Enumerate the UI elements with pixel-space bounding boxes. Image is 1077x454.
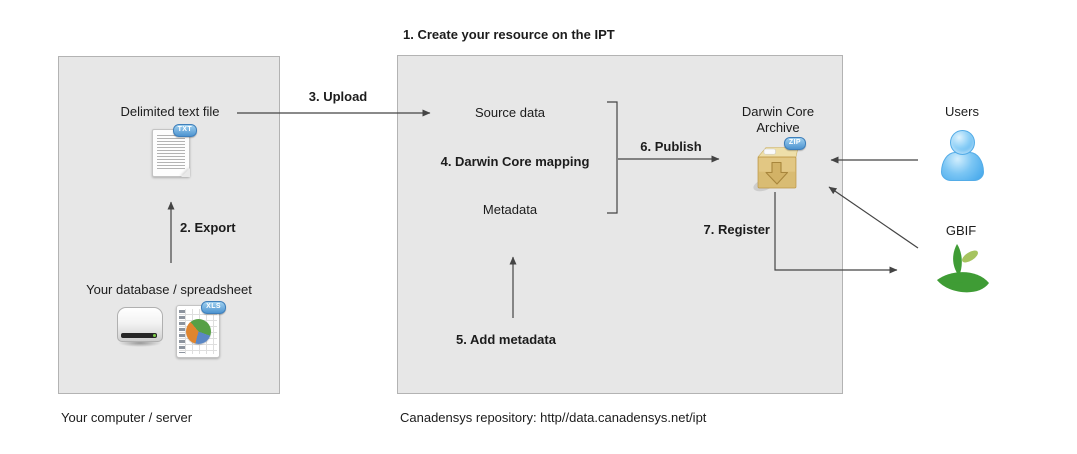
ipt-panel-caption: Canadensys repository: http//data.canade…: [400, 410, 707, 425]
txt-file-icon: TXT: [152, 124, 197, 177]
step-publish-label: 6. Publish: [640, 139, 702, 154]
hard-drive-led: [153, 334, 156, 337]
archive-label-line2: Archive: [756, 120, 800, 135]
darwin-core-archive-label: Darwin Core Archive: [728, 104, 828, 136]
person-body: [941, 152, 984, 181]
step-export-label: 2. Export: [180, 220, 236, 235]
computer-panel: [58, 56, 280, 394]
hard-drive-slot: [121, 333, 157, 338]
computer-panel-caption: Your computer / server: [61, 410, 193, 425]
delimited-text-file-label: Delimited text file: [120, 104, 220, 119]
zip-badge: ZIP: [783, 137, 806, 150]
users-label: Users: [945, 104, 979, 119]
ipt-repository-panel: [397, 55, 843, 394]
hard-drive-shadow: [118, 339, 162, 347]
txt-badge: TXT: [172, 124, 197, 137]
spreadsheet-row-strip: [179, 310, 185, 353]
document-shape: [152, 129, 190, 177]
metadata-label: Metadata: [482, 202, 538, 217]
gbif-sprout-icon: [933, 242, 993, 300]
hard-drive-body: [117, 307, 163, 342]
step-register-label: 7. Register: [703, 222, 770, 237]
spreadsheet-icon: XLS: [176, 301, 226, 358]
source-data-label: Source data: [474, 105, 546, 120]
database-spreadsheet-label: Your database / spreadsheet: [86, 282, 252, 297]
person-head: [950, 130, 975, 155]
diagram-title: 1. Create your resource on the IPT: [403, 27, 615, 42]
xls-badge: XLS: [201, 301, 226, 314]
zip-archive-icon: ZIP: [753, 137, 806, 192]
hard-drive-icon: [117, 307, 163, 349]
document-text-lines: [157, 135, 185, 170]
archive-label-line1: Darwin Core: [741, 104, 815, 119]
gbif-label: GBIF: [945, 223, 977, 238]
step-add-metadata-label: 5. Add metadata: [456, 332, 556, 347]
spreadsheet-pie-chart: [186, 319, 211, 344]
document-fold-corner: [181, 168, 190, 177]
users-person-icon: [941, 130, 984, 184]
step-upload-label: 3. Upload: [308, 89, 368, 104]
step-mapping-label: 4. Darwin Core mapping: [440, 154, 590, 169]
